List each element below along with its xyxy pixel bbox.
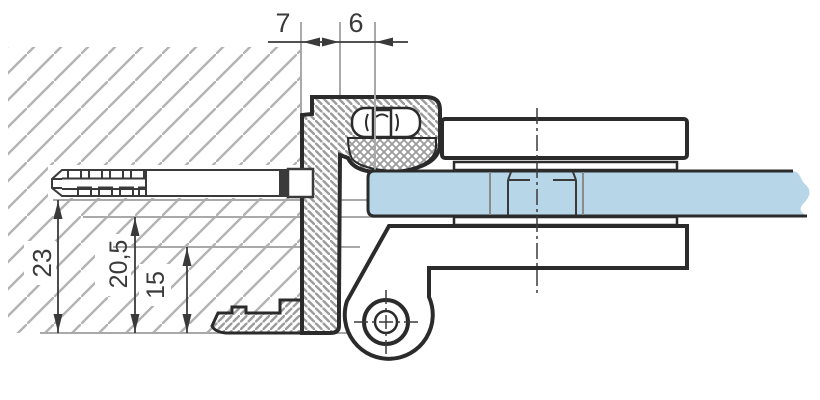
frame-profile <box>300 95 442 335</box>
glass-panel <box>366 108 810 297</box>
dim-label-15: 15 <box>142 271 170 299</box>
glass-edges <box>366 169 807 218</box>
label-halo-20-5 <box>95 234 131 296</box>
dim-label-7: 7 <box>275 8 290 38</box>
dim-arrows-left <box>53 201 192 332</box>
glass-hole-sleeve-lines <box>489 172 584 215</box>
clamp-screw-notch <box>375 113 389 118</box>
dimension-annotations: 7 6 23 20,5 15 <box>27 8 408 333</box>
glass-fill <box>368 171 810 216</box>
bolt-ribs <box>67 169 147 197</box>
slot-arc-left <box>365 113 369 132</box>
hinge-knuckle <box>342 224 689 361</box>
gasket-strip-bottom <box>452 215 679 227</box>
gasket-strip-top <box>452 160 679 172</box>
dim-label-6: 6 <box>348 8 363 38</box>
bolt-body <box>51 169 289 197</box>
dim-label-23: 23 <box>27 249 57 278</box>
slot-arc-right <box>395 113 399 132</box>
cover-plate-top <box>440 117 689 160</box>
anchor-bolt <box>51 167 315 199</box>
label-halo-15 <box>139 264 171 306</box>
glass-screw-hole <box>507 171 577 215</box>
dim-arrows-top <box>303 37 393 47</box>
pivot-centerlines <box>354 290 418 354</box>
label-halo-23 <box>24 241 56 285</box>
bolt-head <box>286 167 315 199</box>
dim-label-20-5: 20,5 <box>105 240 133 289</box>
